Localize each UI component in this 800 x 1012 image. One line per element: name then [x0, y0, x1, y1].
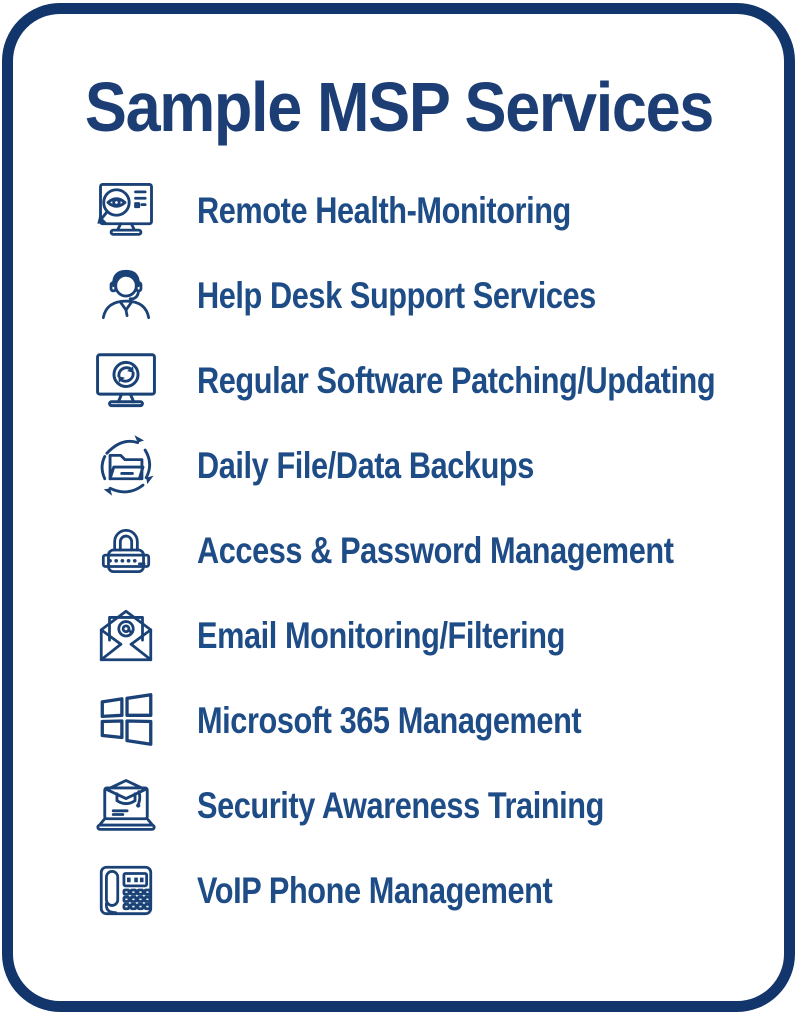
service-list: Remote Health-Monitoring: [13, 169, 784, 934]
list-item: Help Desk Support Services: [89, 254, 784, 339]
list-item: Daily File/Data Backups: [89, 424, 784, 509]
service-label: Microsoft 365 Management: [197, 700, 582, 741]
list-item: Microsoft 365 Management: [89, 679, 784, 764]
service-label: Help Desk Support Services: [197, 275, 596, 316]
services-card: Sample MSP Services: [2, 3, 795, 1012]
service-label: Regular Software Patching/Updating: [197, 360, 716, 401]
service-label: Access & Password Management: [197, 530, 674, 571]
email-monitoring-icon: [89, 599, 163, 673]
help-desk-icon: [89, 259, 163, 333]
page-title: Sample MSP Services: [13, 68, 784, 146]
service-label: Daily File/Data Backups: [197, 445, 534, 486]
file-backup-icon: [89, 429, 163, 503]
service-label: VoIP Phone Management: [197, 870, 553, 911]
list-item: Regular Software Patching/Updating: [89, 339, 784, 424]
list-item: VoIP Phone Management: [89, 849, 784, 934]
list-item: Access & Password Management: [89, 509, 784, 594]
service-label: Email Monitoring/Filtering: [197, 615, 565, 656]
remote-monitoring-icon: [89, 174, 163, 248]
microsoft-365-icon: [89, 684, 163, 758]
list-item: Email Monitoring/Filtering: [89, 594, 784, 679]
list-item: Security Awareness Training: [89, 764, 784, 849]
page-title-text: Sample MSP Services: [84, 68, 713, 146]
voip-phone-icon: [89, 854, 163, 928]
service-label: Security Awareness Training: [197, 785, 604, 826]
password-lock-icon: [89, 514, 163, 588]
list-item: Remote Health-Monitoring: [89, 169, 784, 254]
software-patching-icon: [89, 344, 163, 418]
card-content: Sample MSP Services: [13, 14, 784, 934]
security-training-icon: [89, 769, 163, 843]
service-label: Remote Health-Monitoring: [197, 190, 571, 231]
